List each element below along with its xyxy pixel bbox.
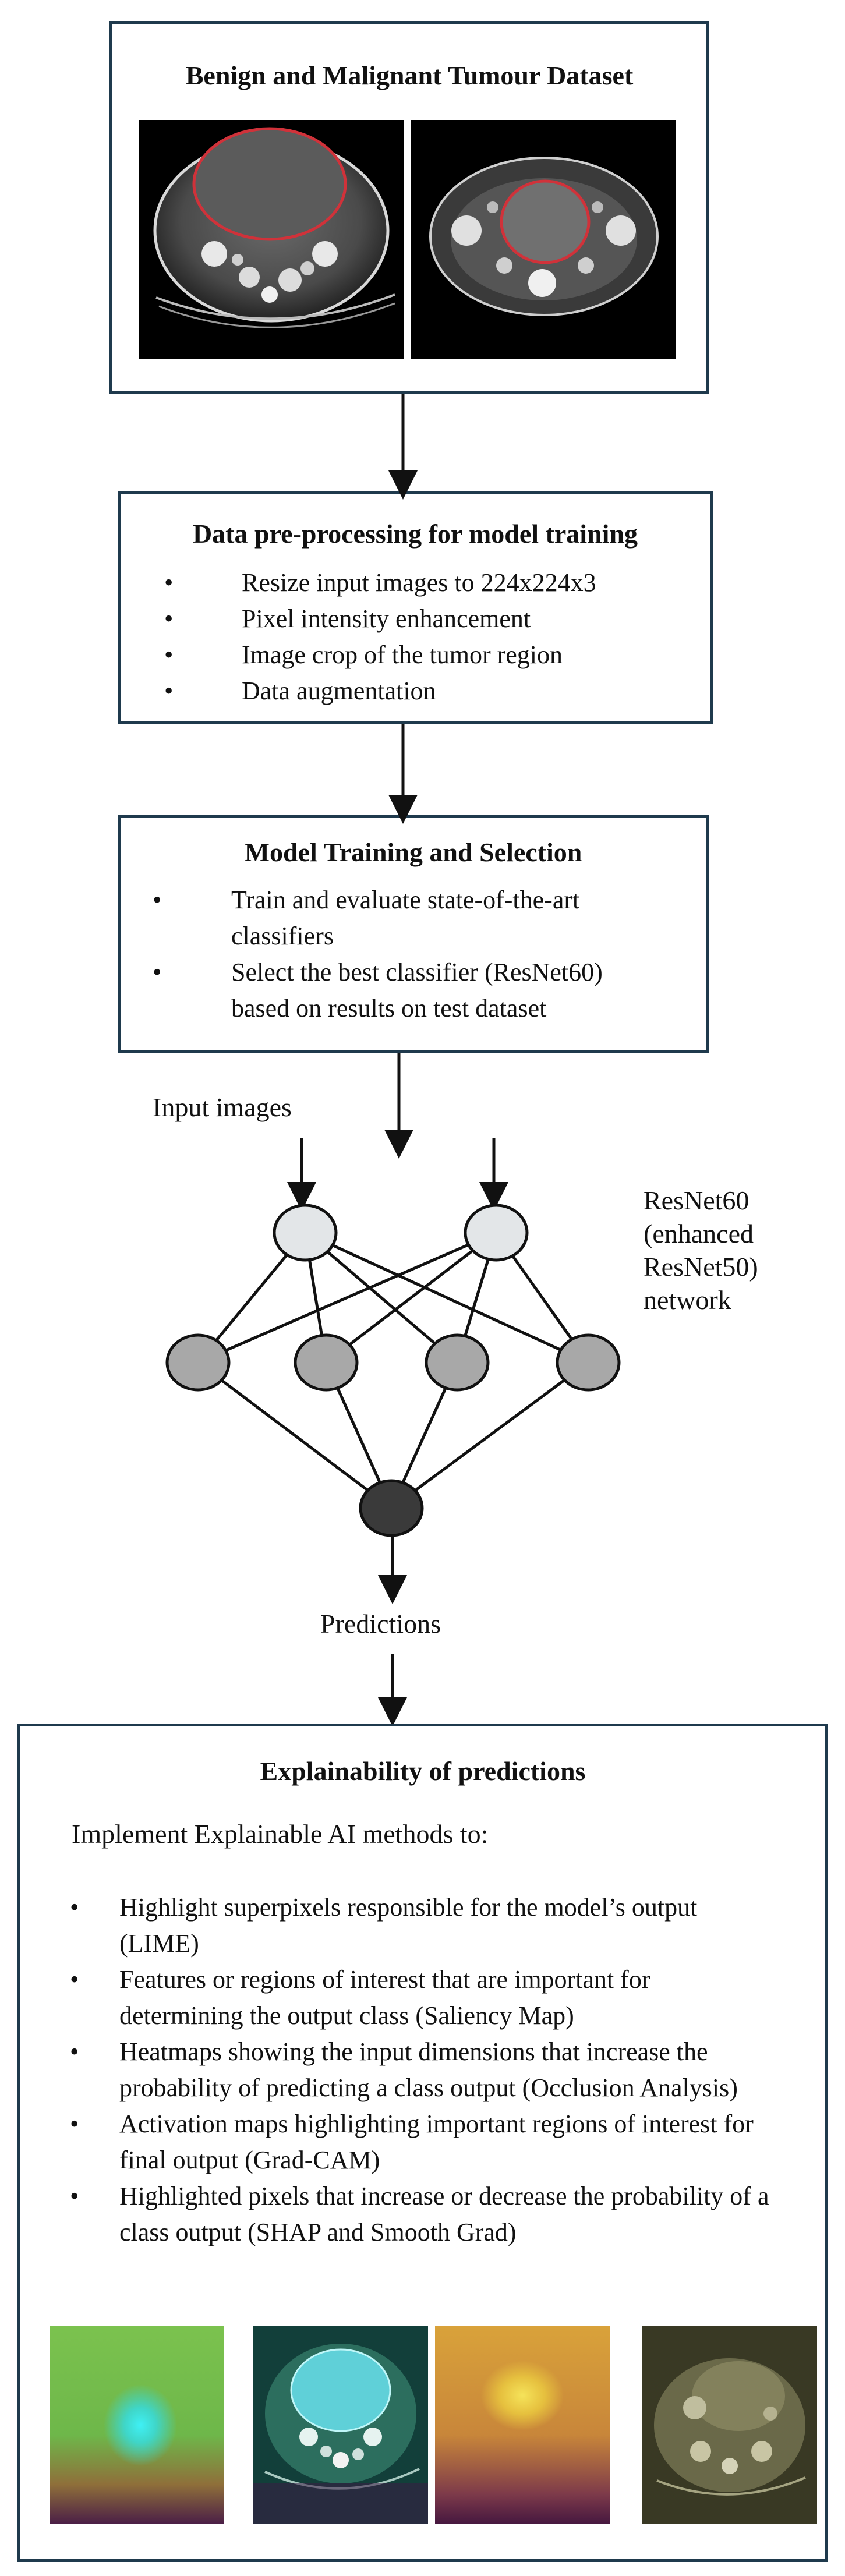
dataset-title: Benign and Malignant Tumour Dataset <box>185 61 634 90</box>
preprocessing-title: Data pre-processing for model training <box>192 519 638 549</box>
heatmap-shap-image <box>642 2326 817 2524</box>
hidden-node-2 <box>294 1333 359 1392</box>
ct-scan-malignant-image <box>411 120 676 359</box>
hidden-node-1 <box>165 1333 231 1392</box>
model-label-line-1: ResNet60 <box>644 1186 749 1215</box>
heatmap-occlusion-image <box>50 2326 224 2524</box>
explainability-intro: Implement Explainable AI methods to: <box>72 1819 489 1849</box>
list-item: •Features or regions of interest that ar… <box>70 1965 650 2030</box>
list-item: •Image crop of the tumor region <box>164 641 563 669</box>
model-label-line-3: ResNet50) <box>644 1252 758 1282</box>
list-item: •Highlighted pixels that increase or dec… <box>70 2182 769 2246</box>
output-node <box>359 1479 424 1537</box>
list-item: •Train and evaluate state-of-the-art cla… <box>153 886 580 950</box>
list-item: •Heatmaps showing the input dimensions t… <box>70 2037 738 2102</box>
list-item: •Pixel intensity enhancement <box>164 604 531 633</box>
ct-scan-benign-image <box>139 120 404 359</box>
input-node-1 <box>273 1204 338 1262</box>
input-images-label: Input images <box>153 1092 292 1122</box>
hidden-node-3 <box>425 1333 490 1392</box>
training-title: Model Training and Selection <box>244 837 582 867</box>
training-list: •Train and evaluate state-of-the-art cla… <box>153 882 677 1027</box>
dataset-box: Benign and Malignant Tumour Dataset <box>109 21 709 394</box>
list-item: •Activation maps highlighting important … <box>70 2110 754 2174</box>
list-item: •Highlight superpixels responsible for t… <box>70 1893 698 1958</box>
input-node-2 <box>464 1204 529 1262</box>
explainability-title: Explainability of predictions <box>260 1756 586 1786</box>
explainability-box: Explainability of predictions Implement … <box>17 1724 828 2562</box>
network-connections <box>197 1231 590 1510</box>
heatmap-saliency-image <box>435 2326 610 2524</box>
heatmap-gradcam-image <box>253 2326 428 2524</box>
list-item: •Data augmentation <box>164 677 436 705</box>
preprocessing-list: •Resize input images to 224x224x3 •Pixel… <box>164 565 688 709</box>
model-label-line-2: (enhanced <box>644 1219 754 1248</box>
explainability-list: •Highlight superpixels responsible for t… <box>70 1889 798 2251</box>
preprocessing-box: Data pre-processing for model training •… <box>118 491 713 724</box>
predictions-label: Predictions <box>320 1609 441 1639</box>
hidden-node-4 <box>556 1333 621 1392</box>
list-item: •Select the best classifier (ResNet60) b… <box>153 958 603 1022</box>
list-item: •Resize input images to 224x224x3 <box>164 568 596 597</box>
training-box: Model Training and Selection •Train and … <box>118 815 709 1053</box>
model-label-line-4: network <box>644 1285 731 1315</box>
